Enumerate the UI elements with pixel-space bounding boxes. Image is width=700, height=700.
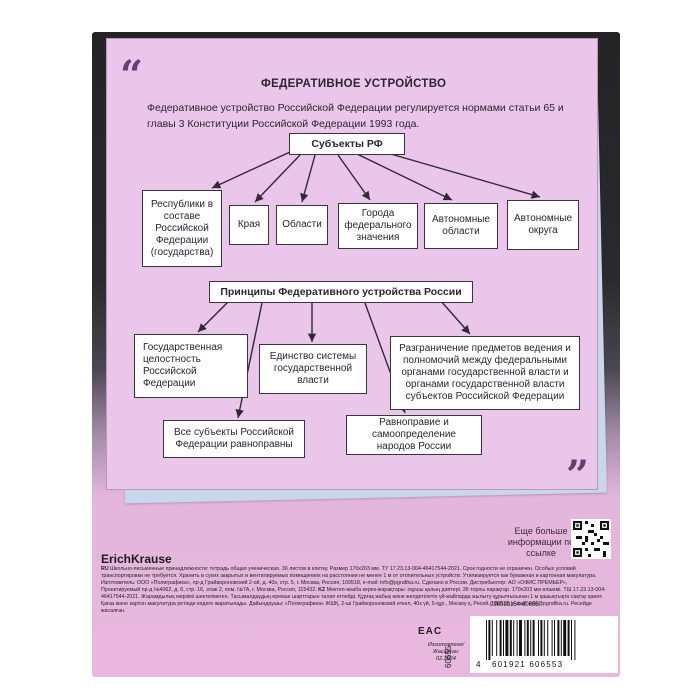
principle-box-delimitation: Разграничение предметов ведения и полном… [390,336,580,410]
principle-label: Все субъекты Российской Федерации равноп… [174,427,294,450]
principle-box-equal-subjects: Все субъекты Российской Федерации равноп… [163,420,305,458]
barcode-bar [488,620,491,660]
barcode-bar [499,620,502,656]
subject-label: Автономные округа [513,213,573,236]
barcode-bar [524,620,526,656]
lang-badge-ru: RU [101,566,109,572]
subject-box-auto-okruga: Автономные округа [507,200,579,250]
principles-heading-box: Принципы Федеративного устройства России [209,281,473,303]
principle-label: Разграничение предметов ведения и полном… [399,343,571,402]
principle-label: Единство системы государственной власти [269,351,357,386]
barcode-bar [547,620,549,656]
subject-box-auto-oblasti: Автономные области [424,203,498,249]
arrow-to-delimitation [439,299,471,335]
arrow-to-krai [254,154,301,203]
barcode-bar [513,620,515,656]
barcode-bar [557,620,560,656]
barcode-bar [509,620,512,656]
close-quote-icon: ” [566,452,590,499]
principle-label: Государственная целостность Российской Ф… [143,342,223,389]
intro-text: Федеративное устройство Российской Федер… [147,102,564,130]
fine-print: RU Школьно-письменные принадлежности: те… [101,566,607,615]
principle-box-integrity: Государственная целостность Российской Ф… [134,334,248,398]
barcode-bar [574,620,576,660]
fine-print-kz: Мектеп-жазба керек-жарақтары: оқушы қалы… [101,587,606,614]
principle-label: Равноправие и самоопределение народов Ро… [371,417,456,452]
barcode-bar [551,620,553,656]
barcode-bar [563,620,567,656]
arrow-to-auto-oblasti [354,152,453,201]
barcode-bar [540,620,543,656]
barcode-icon [486,620,576,660]
subjects-heading-box: Субъекты РФ [289,133,405,155]
barcode-digits: 601921 606553 [492,660,564,669]
arrow-to-auto-okruga [369,147,541,199]
subjects-heading: Субъекты РФ [311,138,383,150]
subject-box-republics: Республики в составе Российской Федераци… [142,190,222,267]
arrow-to-republics [211,151,291,189]
barcode-bar [532,620,535,656]
eac-mark: EAC [418,626,443,637]
subject-box-krai: Края [229,205,269,245]
qr-code-icon [573,521,609,557]
barcode-bar [543,620,545,656]
subject-box-cities: Города федерального значения [338,203,418,249]
barcode-bar [567,620,570,656]
made-date: Изготовлено/ Жасалған: 02.2024 [427,642,465,662]
arrow-to-equal-subjects [235,302,263,419]
barcode-bar [496,620,498,656]
barcode-bar [560,620,562,656]
brand-logo: ErichKrause [101,552,172,566]
open-quote-icon: “ [120,52,144,99]
barcode-bar [519,620,522,656]
barcode-panel: 4 601921 606553 [470,616,618,673]
principles-heading: Принципы Федеративного устройства России [220,286,462,298]
subject-label: Республики в составе Российской Федераци… [150,198,214,258]
barcode-bar [538,620,539,656]
more-info-text: Еще больше информации по ссылке [507,526,575,558]
principle-box-unity: Единство системы государственной власти [259,344,367,394]
article-code: 036010154-60655 [490,602,539,608]
subject-label: Автономные области [431,214,491,237]
principle-box-equality: Равноправие и самоопределение народов Ро… [346,415,482,455]
qr-code[interactable] [571,519,611,559]
lang-badge-kz: KZ [318,587,326,593]
barcode-bar [486,620,487,660]
subject-label: Области [282,219,322,230]
fine-print-ru: Школьно-письменные принадлежности: тетра… [101,566,597,593]
barcode-first-digit: 4 [476,660,481,669]
subject-label: Города федерального значения [344,208,412,243]
barcode-bar [554,620,555,656]
barcode-bar [571,620,572,660]
barcode-bar [526,620,529,656]
barcode-bar [516,620,518,656]
subject-box-oblasti: Области [276,205,328,245]
subject-label: Края [237,219,261,230]
arrow-to-oblasti [300,154,316,203]
arrow-to-integrity [197,299,231,333]
barcode-bar [505,620,509,656]
arrow-to-cities [337,154,371,201]
barcode-bar [491,620,493,656]
page-title: ФЕДЕРАТИВНОЕ УСТРОЙСТВО [261,78,447,90]
barcode-bar [503,620,504,656]
barcode-bar [530,620,532,656]
